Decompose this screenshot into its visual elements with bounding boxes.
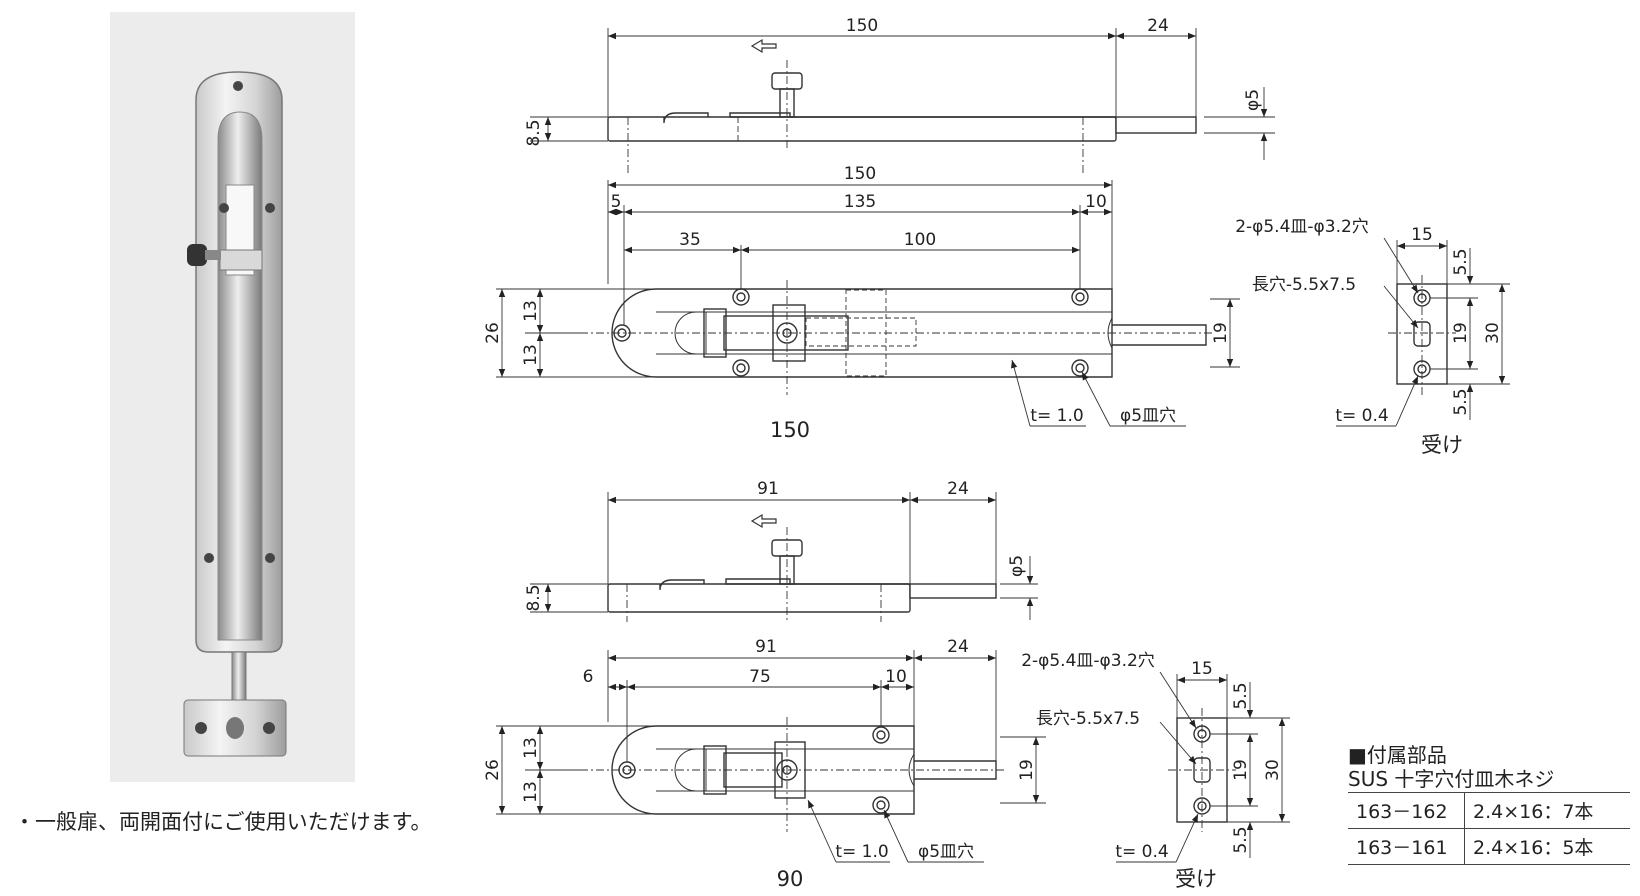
top-view-150-dims bbox=[496, 180, 1240, 427]
dim-150-strike-thickness: t= 0.4 bbox=[1335, 406, 1388, 426]
dim-150-strike-height: 30 bbox=[1483, 322, 1503, 344]
dim-150-side-height: 8.5 bbox=[524, 119, 544, 146]
side-view-150 bbox=[607, 38, 1197, 175]
dim-150-top-left-margin: 5 bbox=[611, 192, 622, 212]
top-view-150 bbox=[580, 280, 1214, 395]
dim-90-top-hole: φ5皿穴 bbox=[918, 842, 974, 862]
dim-90-top-rod-extension: 24 bbox=[947, 637, 969, 657]
strike-150 bbox=[1388, 275, 1456, 395]
table-row: 163－161 2.4×16：5本 bbox=[1348, 828, 1630, 865]
product-photo bbox=[110, 12, 355, 782]
dim-150-strike-pitch: 19 bbox=[1451, 322, 1471, 344]
parts-code: 163－162 bbox=[1348, 792, 1465, 829]
accessory-parts: ■付属部品 SUS 十字穴付皿木ネジ 163－162 2.4×16：7本 163… bbox=[1348, 743, 1630, 865]
table-row: 163－162 2.4×16：7本 bbox=[1348, 792, 1630, 829]
dim-90-strike-slot: 長穴-5.5x7.5 bbox=[1036, 709, 1140, 729]
top-view-90 bbox=[580, 717, 1004, 832]
dim-150-strike-slot: 長穴-5.5x7.5 bbox=[1252, 275, 1356, 295]
strike-title-150: 受け bbox=[1421, 433, 1463, 457]
dim-90-top-width: 26 bbox=[483, 759, 503, 781]
parts-subheading: SUS 十字穴付皿木ネジ bbox=[1348, 767, 1555, 791]
strike-90 bbox=[1168, 708, 1236, 832]
side-view-150-dims bbox=[530, 28, 1275, 160]
strike-title-90: 受け bbox=[1175, 867, 1217, 891]
strike-plate-photo bbox=[183, 699, 287, 757]
parts-code: 163－161 bbox=[1348, 828, 1465, 865]
dim-150-top-d1: 35 bbox=[679, 230, 701, 250]
dim-150-top-overall: 150 bbox=[844, 164, 876, 184]
dim-150-top-d2: 100 bbox=[904, 230, 936, 250]
dim-90-strike-height: 30 bbox=[1263, 759, 1283, 781]
dim-90-top-thickness: t= 1.0 bbox=[835, 842, 888, 862]
dim-90-side-height: 8.5 bbox=[524, 584, 544, 611]
dim-90-side-rod-extension: 24 bbox=[947, 479, 969, 499]
parts-spec: 2.4×16：5本 bbox=[1464, 828, 1630, 865]
dim-90-strike-thickness: t= 0.4 bbox=[1115, 842, 1168, 862]
dim-150-top-rod-len: 19 bbox=[1211, 322, 1231, 344]
model-label-150: 150 bbox=[770, 418, 810, 442]
dim-150-strike-width: 15 bbox=[1411, 225, 1433, 245]
dim-90-top-half-top: 13 bbox=[521, 737, 541, 759]
dim-150-top-width: 26 bbox=[483, 322, 503, 344]
parts-table: 163－162 2.4×16：7本 163－161 2.4×16：5本 bbox=[1348, 792, 1630, 865]
dim-150-side-length: 150 bbox=[846, 16, 878, 36]
dim-90-strike-holes: 2-φ5.4皿-φ3.2穴 bbox=[1021, 651, 1155, 671]
dim-150-side-rod-dia: φ5 bbox=[1243, 89, 1263, 111]
usage-note: ・一般扉、両開面付にご使用いただけます。 bbox=[14, 810, 432, 834]
dim-150-top-hole: φ5皿穴 bbox=[1120, 406, 1176, 426]
dim-150-top-half-bottom: 13 bbox=[521, 344, 541, 366]
side-view-90-dims bbox=[530, 492, 1038, 620]
parts-spec: 2.4×16：7本 bbox=[1464, 792, 1630, 829]
dim-150-strike-holes: 2-φ5.4皿-φ3.2穴 bbox=[1235, 217, 1369, 237]
parts-heading: ■付属部品 bbox=[1348, 743, 1447, 767]
dim-90-strike-width: 15 bbox=[1191, 659, 1213, 679]
dim-150-top-hole-span: 135 bbox=[844, 192, 876, 212]
dim-90-strike-bottom-margin: 5.5 bbox=[1231, 826, 1251, 853]
dim-150-top-half-top: 13 bbox=[521, 300, 541, 322]
dim-90-top-overall: 91 bbox=[755, 637, 777, 657]
strike-90-dims bbox=[1116, 671, 1290, 863]
bolt-plate bbox=[187, 71, 283, 653]
dim-90-side-length: 91 bbox=[757, 479, 779, 499]
dim-150-side-rod-extension: 24 bbox=[1147, 16, 1169, 36]
strike-150-dims bbox=[1336, 237, 1510, 427]
dim-90-top-left-margin: 6 bbox=[583, 667, 594, 687]
dim-150-strike-bottom-margin: 5.5 bbox=[1451, 388, 1471, 415]
dim-150-top-right-margin: 10 bbox=[1085, 192, 1107, 212]
dim-90-top-half-bottom: 13 bbox=[521, 781, 541, 803]
side-view-90 bbox=[607, 513, 997, 622]
model-label-90: 90 bbox=[777, 867, 804, 891]
dim-90-top-right-margin: 10 bbox=[885, 667, 907, 687]
dim-90-strike-top-margin: 5.5 bbox=[1231, 682, 1251, 709]
dim-90-top-hole-span: 75 bbox=[749, 667, 771, 687]
top-view-90-dims bbox=[496, 650, 1046, 863]
dim-150-strike-top-margin: 5.5 bbox=[1451, 248, 1471, 275]
dim-90-strike-pitch: 19 bbox=[1231, 759, 1251, 781]
dim-90-top-rod-len: 19 bbox=[1017, 759, 1037, 781]
dim-90-side-rod-dia: φ5 bbox=[1007, 555, 1027, 577]
dim-150-top-thickness: t= 1.0 bbox=[1030, 406, 1083, 426]
